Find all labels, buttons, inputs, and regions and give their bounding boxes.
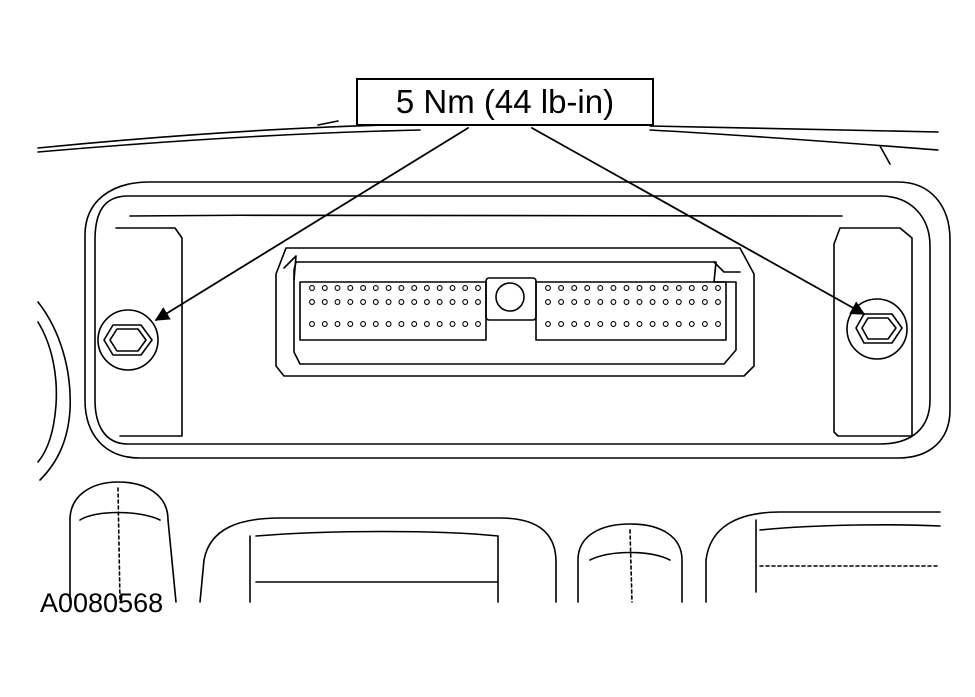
connector-pin (462, 299, 469, 305)
connector-pin (675, 299, 682, 305)
figure-number: A0080568 (40, 588, 164, 618)
connector-pin (636, 285, 643, 291)
connector-pin (436, 285, 443, 291)
connector-pin (688, 285, 695, 291)
connector-pin (610, 285, 617, 291)
connector-pin (360, 321, 367, 327)
torque-leaders (154, 127, 866, 321)
connector-pin (623, 321, 630, 327)
connector-pin (597, 299, 604, 305)
connector-pin (372, 299, 379, 305)
connector-pin (715, 321, 721, 327)
connector-pin (411, 299, 418, 305)
connector-pin (558, 321, 565, 327)
connector-pin (398, 299, 405, 305)
panel-top-edge (37, 120, 939, 165)
connector-pin (436, 299, 443, 305)
connector-pin (545, 285, 551, 291)
connector-pin (558, 285, 565, 291)
leader-right (531, 127, 866, 315)
connector-pin (675, 285, 682, 291)
connector-pin (584, 321, 591, 327)
connector-pin (610, 299, 617, 305)
connector-pin (372, 285, 379, 291)
connector-pin (571, 321, 578, 327)
connector-pin (449, 285, 456, 291)
connector-pin (636, 321, 643, 327)
connector-pin (649, 285, 656, 291)
connector-pin (571, 285, 578, 291)
connector-pin (571, 299, 578, 305)
connector-pin (423, 285, 430, 291)
connector-pin (309, 285, 315, 291)
connector-pin (701, 321, 708, 327)
connector-pin (423, 299, 430, 305)
connector-pin (334, 285, 341, 291)
connector-pin (623, 285, 630, 291)
connector-pin (347, 321, 354, 327)
connector-pin (385, 299, 392, 305)
connector-pin (462, 285, 469, 291)
hex-bolt-left (97, 309, 159, 371)
connector-pin (701, 299, 708, 305)
connector-pin (475, 321, 481, 327)
connector-pin (636, 299, 643, 305)
connector-pin (597, 321, 604, 327)
connector-pin (360, 299, 367, 305)
connector-pins (309, 285, 721, 327)
connector-pin (462, 321, 469, 327)
connector-pin (675, 321, 682, 327)
connector-pin (385, 285, 392, 291)
connector-pin (436, 321, 443, 327)
connector-pin (321, 285, 328, 291)
connector-pin (309, 321, 315, 327)
lower-vents (69, 481, 941, 603)
connector-pin (649, 299, 656, 305)
connector-pin (398, 321, 405, 327)
connector-pin (558, 299, 565, 305)
hex-bolt-right (846, 298, 908, 360)
connector-pin (360, 285, 367, 291)
connector-pin (334, 321, 341, 327)
connector-pin (597, 285, 604, 291)
connector-pin (584, 285, 591, 291)
connector-pin (649, 321, 656, 327)
connector-pin (584, 299, 591, 305)
connector-pin (411, 285, 418, 291)
connector-pin (545, 299, 551, 305)
connector-pin (662, 299, 669, 305)
connector-pin (423, 321, 430, 327)
connector-pin (334, 299, 341, 305)
connector-pin (321, 321, 328, 327)
connector-pin (411, 321, 418, 327)
connector-pin (475, 299, 481, 305)
connector-pin (372, 321, 379, 327)
connector-pin (545, 321, 551, 327)
connector-pin (701, 285, 708, 291)
connector-pin (347, 299, 354, 305)
connector-pin (662, 285, 669, 291)
connector-pin (662, 321, 669, 327)
connector-pin (347, 285, 354, 291)
connector-pin (385, 321, 392, 327)
connector-pin (688, 321, 695, 327)
connector-pin (623, 299, 630, 305)
connector-pin (398, 285, 405, 291)
connector-pin (715, 299, 721, 305)
connector-pin (475, 285, 481, 291)
gauge-ring-left (37, 301, 72, 481)
connector-pin (321, 299, 328, 305)
connector-pin (449, 321, 456, 327)
connector-pin (715, 285, 721, 291)
leader-left (154, 127, 469, 321)
torque-spec-label: 5 Nm (44 lb-in) (356, 78, 654, 126)
electrical-connector (275, 247, 755, 377)
connector-pin (309, 299, 315, 305)
connector-pin (688, 299, 695, 305)
connector-pin (449, 299, 456, 305)
connector-pin (610, 321, 617, 327)
